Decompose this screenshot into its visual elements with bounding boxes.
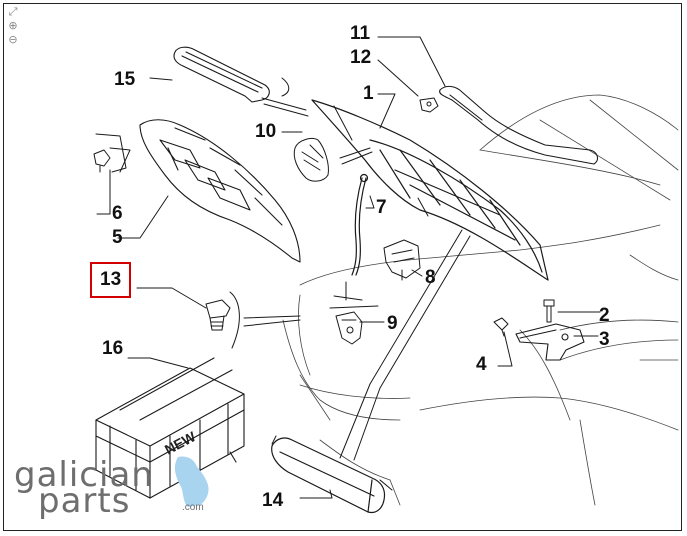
leader-lines xyxy=(95,36,601,499)
map-silhouette-icon xyxy=(174,456,209,507)
callout-5[interactable]: 5 xyxy=(112,227,123,248)
part-16-crate xyxy=(95,357,245,499)
callout-6[interactable]: 6 xyxy=(112,203,123,224)
callout-8[interactable]: 8 xyxy=(425,267,436,288)
callout-10[interactable]: 10 xyxy=(255,121,277,142)
callout-16[interactable]: 16 xyxy=(102,338,124,359)
crate-lettering: NEW xyxy=(162,428,199,458)
part-9-striker xyxy=(335,311,363,345)
callout-7[interactable]: 7 xyxy=(376,197,387,218)
part-4-bolt xyxy=(493,317,509,337)
part-8-lock xyxy=(383,239,421,281)
zoom-out-icon[interactable]: ⊖ xyxy=(8,33,18,46)
callout-4[interactable]: 4 xyxy=(476,354,487,375)
part-10-bracket xyxy=(293,137,329,182)
part-2-screw xyxy=(543,299,555,323)
part-3-hinge xyxy=(515,323,585,361)
part-6-plug xyxy=(93,149,111,173)
zoom-in-icon[interactable]: ⊕ xyxy=(8,19,18,32)
zoom-toolbar: ⤢ ⊕ ⊖ xyxy=(6,6,22,46)
callout-3[interactable]: 3 xyxy=(599,329,610,350)
callout-13[interactable]: 13 xyxy=(90,262,132,298)
callout-14[interactable]: 14 xyxy=(262,490,284,511)
brand-line-2: parts xyxy=(38,481,131,521)
brand-line-1: galician xyxy=(14,455,154,495)
galicianparts-logo: galician parts .com xyxy=(10,455,220,521)
fit-view-icon[interactable]: ⤢ xyxy=(8,5,18,18)
callout-1[interactable]: 1 xyxy=(363,83,374,104)
callout-11[interactable]: 11 xyxy=(350,23,371,44)
callout-15[interactable]: 15 xyxy=(114,69,136,90)
part-13-bump-stop xyxy=(205,299,231,331)
part-15-seal xyxy=(173,46,270,103)
part-12-clip xyxy=(419,97,439,113)
part-7-prop-rod xyxy=(351,173,369,276)
brand-dotcom: .com xyxy=(182,502,204,513)
callout-12[interactable]: 12 xyxy=(350,47,372,68)
part-14-trim xyxy=(271,437,386,514)
part-5-insulation xyxy=(139,119,301,263)
car-body-outline xyxy=(282,94,679,506)
diagram-frame xyxy=(3,3,682,531)
callout-9[interactable]: 9 xyxy=(387,313,398,334)
part-1-bonnet xyxy=(311,99,549,281)
callout-2[interactable]: 2 xyxy=(599,305,610,326)
part-11-seal-strip xyxy=(439,85,599,165)
